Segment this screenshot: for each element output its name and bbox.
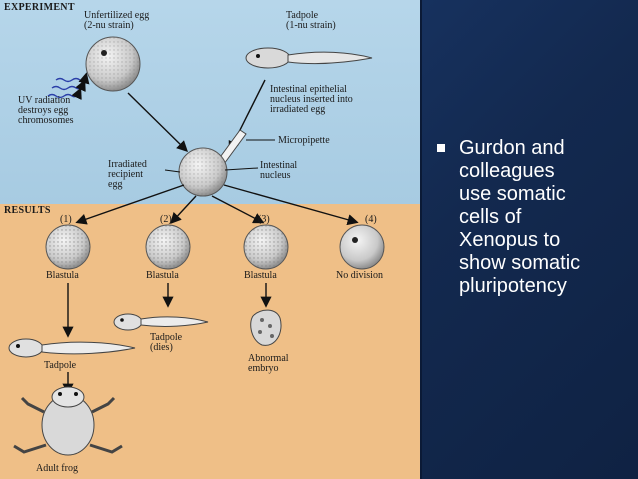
experiment-header: EXPERIMENT	[4, 2, 75, 13]
abnormal-embryo-label: Abnormal embryo	[248, 353, 289, 374]
blastula-2	[145, 224, 191, 270]
bullet-text: Gurdon and colleagues use somatic cells …	[459, 137, 581, 297]
micropipette-label: Micropipette	[278, 135, 330, 146]
outcome-number-2: (2)	[160, 214, 172, 225]
outcome-label-3: Blastula	[244, 270, 277, 281]
uv-radiation-label: UV radiation destroys egg chromosomes	[18, 95, 74, 126]
donor-tadpole-label: Tadpole (1-nu strain)	[286, 10, 336, 31]
tadpole-label: Tadpole	[44, 360, 77, 371]
nuclear-transfer-figure: EXPERIMENT RESULTS Unfertilized egg (2-n…	[0, 0, 420, 479]
outcome-label-2: Blastula	[146, 270, 179, 281]
intestinal-nucleus-label: Intestinal nucleus	[260, 160, 298, 181]
outcome-label-4: No division	[336, 270, 383, 281]
transfer-arrows	[127, 79, 266, 153]
results-header: RESULTS	[4, 205, 51, 216]
outcome-arrows	[75, 184, 359, 226]
outcome-label-1: Blastula	[46, 270, 79, 281]
dying-tadpole	[113, 313, 209, 331]
irradiated-egg-label: Irradiated recipient egg	[108, 159, 147, 190]
abnormal-embryo	[250, 309, 282, 346]
tadpole-dies-label: Tadpole (dies)	[150, 332, 183, 353]
figure-divider	[420, 0, 422, 479]
outcome-number-1: (1)	[60, 214, 72, 225]
adult-frog-label: Adult frog	[36, 463, 78, 474]
blastula-3	[243, 224, 289, 270]
adult-frog	[13, 386, 123, 456]
micropipette	[217, 129, 275, 165]
outcome-number-4: (4)	[365, 214, 377, 225]
blastula-1	[45, 224, 91, 270]
unfertilized-egg-label: Unfertilized egg (2-nu strain)	[84, 10, 150, 31]
unfertilized-egg	[85, 36, 141, 92]
recipient-egg	[164, 147, 259, 197]
figure-drawing	[8, 36, 385, 456]
undivided-egg	[339, 224, 385, 270]
tadpole-result	[8, 338, 136, 358]
uv-radiation-arrows	[47, 72, 90, 100]
bullet-square-icon	[437, 144, 445, 152]
donor-tadpole	[245, 47, 373, 69]
nucleus-inserted-label: Intestinal epithelial nucleus inserted i…	[270, 84, 353, 115]
outcome-number-3: (3)	[258, 214, 270, 225]
